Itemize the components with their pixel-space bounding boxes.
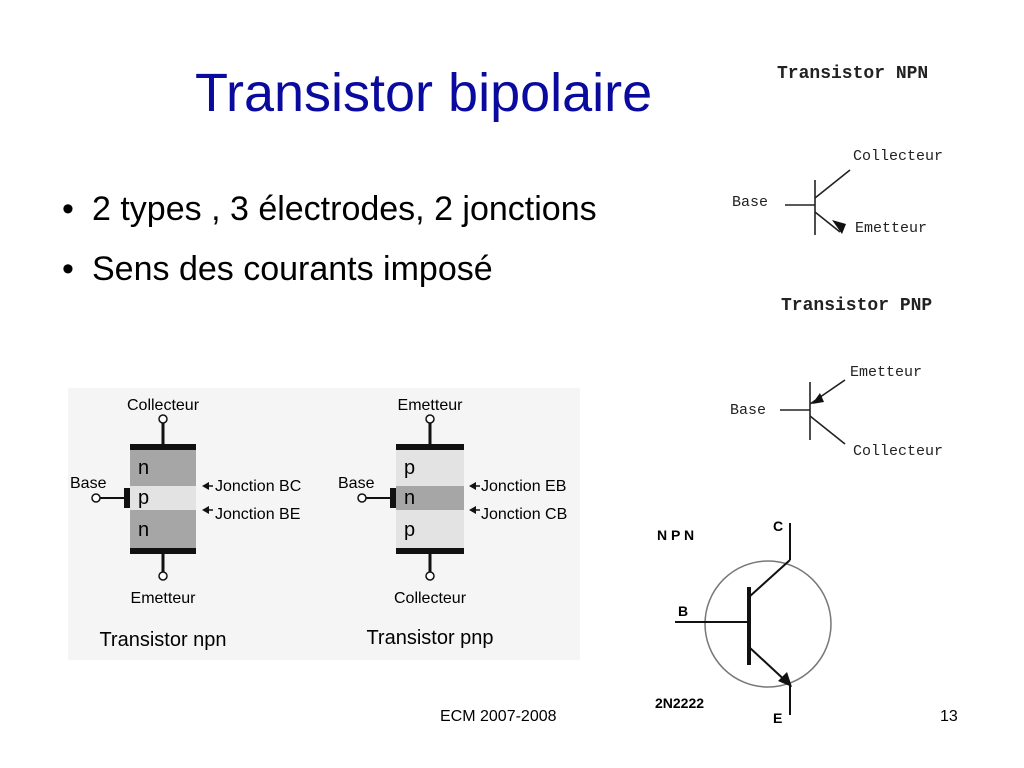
pnp-layer-top-label: p	[404, 457, 415, 479]
npn-layer-top	[130, 450, 196, 486]
pnp-junction-eb-arrow-icon	[469, 482, 476, 490]
2n2222-symbol-diagram: N P N C B 2N2222 E	[655, 518, 832, 726]
pnp-symbol-diagram	[780, 379, 846, 445]
pnp-layer-top	[396, 450, 464, 486]
pnp-structure: Emetteur Base p n p Jonction EB Jonction…	[338, 397, 567, 649]
pnp-emitter-label: Emetteur	[850, 364, 923, 381]
npn-collector-terminal	[158, 414, 168, 424]
2n2222-part-label: 2N2222	[655, 695, 704, 711]
npn-emitter-contact	[130, 548, 196, 554]
pnp-base-contact	[390, 488, 396, 508]
bullet-text: Sens des courants imposé	[92, 250, 493, 288]
bullet-dot-icon: •	[62, 250, 74, 288]
2n2222-envelope	[704, 560, 832, 688]
pnp-structure-caption: Transistor pnp	[366, 627, 493, 649]
bullet-item: • Sens des courants imposé	[62, 250, 493, 289]
bullet-dot-icon: •	[62, 190, 74, 228]
npn-junction-bc-arrow-icon	[202, 482, 209, 490]
npn-structure: Collecteur Base n p n Jonction BC Joncti…	[70, 397, 301, 651]
pnp-structure-collector-label: Collecteur	[394, 590, 467, 607]
2n2222-collector-label: C	[773, 518, 783, 534]
pnp-collector-lead	[809, 415, 846, 445]
npn-symbol-diagram	[785, 169, 851, 235]
pnp-emitter-contact	[396, 444, 464, 450]
npn-layer-middle-label: p	[138, 487, 149, 509]
2n2222-base-label: B	[678, 603, 688, 619]
pnp-layer-bottom-label: p	[404, 519, 415, 541]
npn-collector-label: Collecteur	[853, 148, 944, 165]
npn-layer-top-label: n	[138, 457, 149, 479]
npn-base-label: Base	[732, 194, 769, 211]
npn-structure-caption: Transistor npn	[99, 629, 226, 651]
npn-emitter-label: Emetteur	[855, 220, 928, 237]
npn-layer-bottom-label: n	[138, 519, 149, 541]
2n2222-collector-lead	[748, 559, 791, 598]
pnp-junction-eb-label: Jonction EB	[481, 478, 566, 495]
pnp-junction-cb-label: Jonction CB	[481, 506, 567, 523]
bullet-item: • 2 types , 3 électrodes, 2 jonctions	[62, 190, 597, 229]
pnp-base-label: Base	[730, 402, 767, 419]
pnp-structure-base-label: Base	[338, 475, 375, 492]
pnp-collector-contact	[396, 548, 464, 554]
npn-emitter-terminal	[158, 571, 168, 581]
npn-base-terminal	[91, 493, 101, 503]
2n2222-type-label: N P N	[657, 527, 694, 543]
npn-structure-base-label: Base	[70, 475, 107, 492]
slide-title: Transistor bipolaire	[195, 63, 653, 123]
2n2222-emitter-arrow-icon	[778, 672, 792, 687]
npn-collector-lead	[814, 169, 851, 199]
npn-layer-bottom	[130, 510, 196, 548]
2n2222-emitter-label: E	[773, 710, 782, 726]
pnp-emitter-arrow-icon	[812, 393, 824, 404]
npn-emitter-lead	[814, 211, 841, 233]
npn-structure-collector-label: Collecteur	[127, 397, 200, 414]
pnp-layer-bottom	[396, 510, 464, 548]
pnp-symbol-title: Transistor PNP	[781, 296, 933, 316]
pnp-collector-terminal	[425, 571, 435, 581]
slide-footer: ECM 2007-2008	[440, 708, 557, 725]
npn-collector-contact	[130, 444, 196, 450]
npn-structure-emitter-label: Emetteur	[131, 590, 197, 607]
npn-junction-bc-label: Jonction BC	[215, 478, 301, 495]
pnp-layer-middle-label: n	[404, 487, 415, 509]
junction-structure-diagram: Collecteur Base n p n Jonction BC Joncti…	[68, 388, 580, 660]
npn-emitter-arrow-icon	[832, 220, 846, 234]
npn-layer-middle	[130, 486, 196, 510]
npn-base-contact	[124, 488, 130, 508]
pnp-layer-middle	[396, 486, 464, 510]
npn-junction-be-arrow-icon	[202, 506, 209, 514]
bullet-text: 2 types , 3 électrodes, 2 jonctions	[92, 190, 597, 228]
page-number: 13	[940, 708, 958, 725]
pnp-collector-label: Collecteur	[853, 443, 944, 460]
npn-symbol-title: Transistor NPN	[777, 64, 929, 84]
pnp-junction-cb-arrow-icon	[469, 506, 476, 514]
pnp-structure-emitter-label: Emetteur	[398, 397, 464, 414]
npn-junction-be-label: Jonction BE	[215, 506, 300, 523]
pnp-emitter-terminal	[425, 414, 435, 424]
pnp-base-terminal	[357, 493, 367, 503]
